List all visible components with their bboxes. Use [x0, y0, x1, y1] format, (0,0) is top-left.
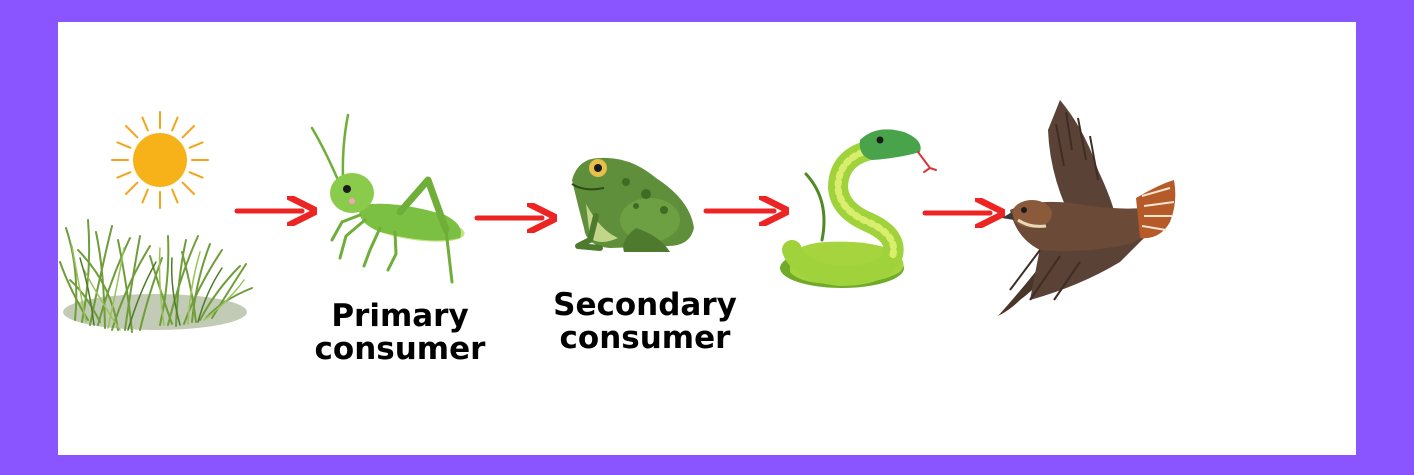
- grasshopper-icon: [310, 113, 465, 284]
- hawk-icon: [998, 100, 1176, 316]
- food-chain-arrows: [234, 211, 990, 218]
- label-secondary-line1: Secondary: [553, 287, 737, 323]
- frog-icon: [571, 157, 694, 252]
- snake-icon: [780, 129, 937, 288]
- label-primary-consumer: Primary consumer: [300, 300, 500, 366]
- label-primary-line2: consumer: [314, 331, 486, 367]
- sun-icon: [111, 111, 209, 209]
- label-primary-line1: Primary: [331, 298, 469, 334]
- label-secondary-line2: consumer: [559, 320, 731, 356]
- grass-icon: [59, 219, 253, 333]
- label-secondary-consumer: Secondary consumer: [545, 289, 745, 355]
